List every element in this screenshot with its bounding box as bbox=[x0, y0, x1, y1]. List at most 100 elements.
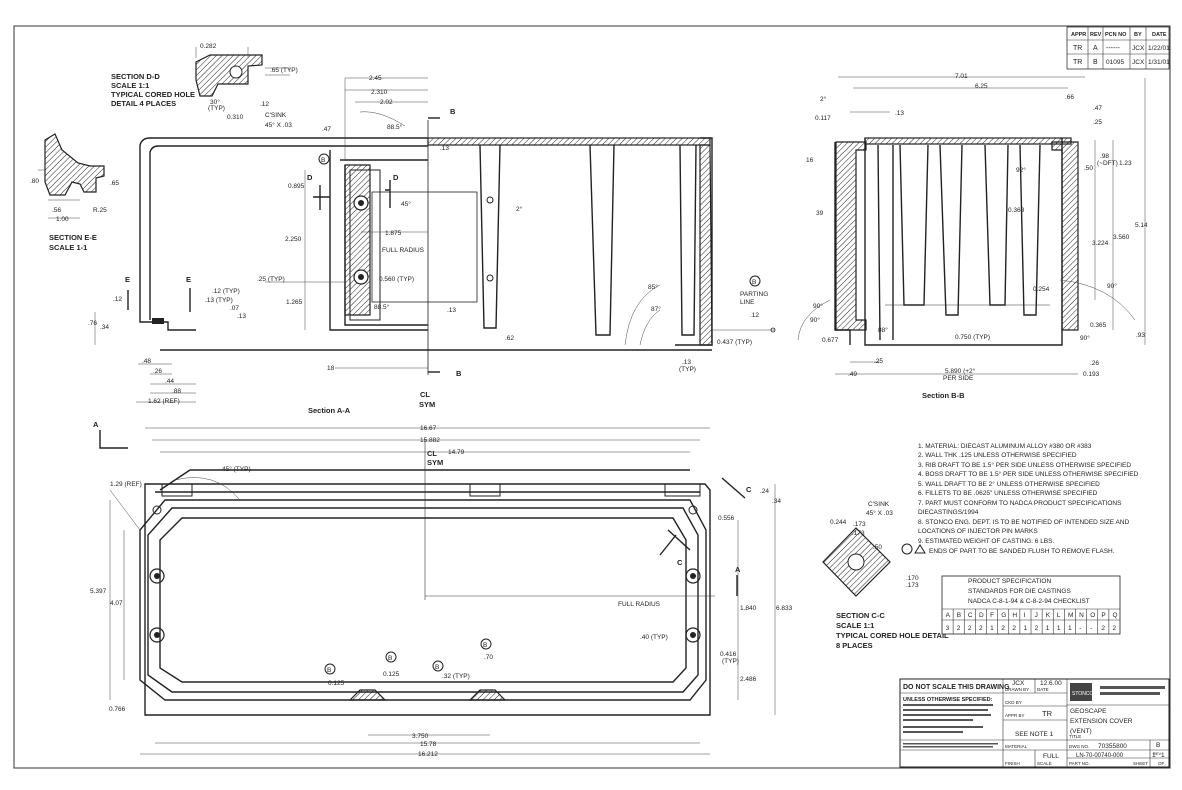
rev-a-rev: A bbox=[1093, 45, 1098, 52]
rev-header-pcn: PCN NO bbox=[1105, 32, 1127, 38]
aa-dim-885: 88.5° bbox=[387, 123, 403, 131]
aa-dim-12typ: .12 (TYP) bbox=[212, 288, 240, 295]
tb-title-label: TITLE bbox=[1069, 734, 1081, 739]
aa-dim-0560: 0.560 (TYP) bbox=[379, 276, 414, 283]
plan-dim-40typ: .40 (TYP) bbox=[640, 634, 668, 641]
cc-csink-dim: 45° X .03 bbox=[866, 509, 893, 517]
plan-dim-15882: 15.882 bbox=[420, 437, 440, 444]
tb-no-scale: DO NOT SCALE THIS DRAWING bbox=[903, 684, 1010, 691]
spec-letter-f: F bbox=[990, 612, 994, 619]
note-10-triangle-icon bbox=[914, 544, 926, 554]
rev-a-pcn: ------ bbox=[1106, 45, 1121, 52]
note-2: 2. WALL THK .125 UNLESS OTHERWISE SPECIF… bbox=[918, 452, 1077, 459]
dd-dim-30typ: (TYP) bbox=[208, 105, 225, 112]
plan-sym: SYM bbox=[427, 458, 443, 467]
spec-value-i: 1 bbox=[1023, 625, 1027, 632]
aa-dim-fullradius: FULL RADIUS bbox=[382, 247, 425, 254]
plan-dim-32typ: .32 (TYP) bbox=[442, 673, 470, 680]
general-notes: 1. MATERIAL: DIECAST ALUMINUM ALLOY #380… bbox=[901, 443, 1139, 555]
spec-value-n: - bbox=[1079, 625, 1081, 632]
bb-dim-66: .66 bbox=[1065, 94, 1074, 101]
section-bb-title: Section B-B bbox=[922, 391, 965, 400]
aa-dim-13: .13 bbox=[440, 145, 449, 152]
aa-dim-1265: 1.265 bbox=[286, 299, 303, 306]
plan-label-c-mid: C bbox=[677, 558, 683, 567]
plan-dim-2486: 2.486 bbox=[740, 676, 757, 683]
aa-circle-b2: B bbox=[752, 279, 756, 286]
dd-csink-dim: 45° X .03 bbox=[265, 121, 292, 129]
aa-dim-44: .44 bbox=[165, 378, 174, 385]
dd-csink: C'SINK bbox=[265, 112, 287, 119]
bb-dim-90d: 90° bbox=[1080, 334, 1090, 342]
spec-value-b: 2 bbox=[957, 625, 961, 632]
section-dd-desc1: TYPICAL CORED HOLE bbox=[111, 90, 195, 99]
plan-dim-5397: 5.397 bbox=[90, 588, 107, 595]
tb-title3: (VENT) bbox=[1070, 728, 1092, 735]
aa-dim-25typ: .25 (TYP) bbox=[257, 276, 285, 283]
aa-dim-26: .26 bbox=[153, 368, 162, 375]
dd-dim-30: 30° bbox=[210, 98, 220, 106]
spec-value-a: 3 bbox=[946, 625, 950, 632]
spec-value-o: - bbox=[1090, 625, 1092, 632]
plan-dim-0125b: 0.125 bbox=[383, 671, 400, 678]
tb-tolerance-text-block bbox=[903, 704, 998, 748]
bb-dim-0677: 0.677 bbox=[822, 337, 839, 344]
aa-circle-b1: B bbox=[321, 157, 325, 164]
bb-dim-0117: 0.117 bbox=[815, 115, 831, 122]
note-7: 7. PART MUST CONFORM TO NADCA PRODUCT SP… bbox=[918, 500, 1122, 507]
note-10-b-marker bbox=[901, 543, 913, 555]
bb-dim-25: .25 bbox=[1093, 119, 1102, 126]
section-cc-title: SECTION C-C bbox=[836, 611, 885, 620]
cc-dim-170: .170 bbox=[906, 575, 919, 582]
section-cc-scale: SCALE 1:1 bbox=[836, 621, 874, 630]
ee-dim-80: .80 bbox=[30, 178, 39, 185]
tb-appr-by: APPR BY bbox=[1005, 713, 1025, 718]
section-bb-view: 7.01 6.25 .66 .47 .25 2° 0.117 .13 16 .9… bbox=[797, 73, 1148, 400]
plan-dim-34: .34 bbox=[772, 498, 781, 505]
tb-title2: EXTENSION COVER bbox=[1070, 718, 1133, 725]
tb-part-val: LN-70-00740-000 bbox=[1076, 753, 1124, 759]
aa-dim-13c: .13 bbox=[237, 313, 246, 320]
tb-scale-val: FULL bbox=[1043, 753, 1059, 760]
tb-sheet-val: 1 bbox=[1152, 752, 1156, 759]
aa-dim-2: 2° bbox=[516, 205, 523, 213]
aa-label-e-left: E bbox=[125, 275, 130, 284]
rev-a-date: 1/22/01 bbox=[1148, 45, 1170, 52]
aa-parting-line2: LINE bbox=[740, 299, 755, 306]
spec-letter-j: J bbox=[1035, 612, 1038, 619]
spec-letter-m: M bbox=[1068, 612, 1073, 619]
ee-dim-56: .56 bbox=[52, 207, 61, 214]
bb-dim-3224: 3.224 bbox=[1092, 240, 1109, 247]
bb-dim-98: .98 bbox=[1100, 153, 1109, 160]
tb-unless: UNLESS OTHERWISE SPECIFIED: bbox=[903, 697, 993, 703]
spec-letter-k: K bbox=[1046, 612, 1051, 619]
aa-dim-34: .34 bbox=[100, 324, 109, 331]
bb-dim-88: 88° bbox=[878, 326, 888, 334]
rev-header-by: BY bbox=[1134, 32, 1142, 38]
spec-letter-q: Q bbox=[1112, 612, 1117, 619]
rev-b-appr: TR bbox=[1073, 59, 1082, 66]
spec-value-q: 2 bbox=[1112, 625, 1116, 632]
spec-value-k: 1 bbox=[1046, 625, 1050, 632]
aa-dim-18: 18 bbox=[327, 365, 335, 372]
tb-see-note: SEE NOTE 1 bbox=[1015, 731, 1054, 738]
spec-letter-a: A bbox=[946, 612, 951, 619]
bb-dim-5890b: PER SIDE bbox=[943, 375, 974, 382]
title-block: DO NOT SCALE THIS DRAWING JCX DRAWN BY 1… bbox=[899, 678, 1170, 768]
note-4: 4. BOSS DRAFT TO BE 1.5° PER SIDE UNLESS… bbox=[918, 470, 1139, 478]
plan-dim-fullradius: FULL RADIUS bbox=[618, 601, 661, 608]
dd-dim-12: .12 bbox=[260, 101, 269, 108]
spec-letter-b: B bbox=[957, 612, 961, 619]
bb-dim-90a: 90° bbox=[1107, 282, 1117, 290]
spec-line2: STANDARDS FOR DIE CASTINGS bbox=[968, 588, 1071, 595]
plan-dim-129: 1.29 (REF) bbox=[110, 481, 142, 488]
tb-title1: GEOSCAPE bbox=[1070, 708, 1107, 715]
rev-b-pcn: 01095 bbox=[1106, 59, 1124, 66]
aa-cl: CL bbox=[420, 390, 430, 399]
aa-dim-0437: 0.437 (TYP) bbox=[717, 339, 752, 346]
bb-dim-47: .47 bbox=[1093, 105, 1102, 112]
note-8b: LOCATIONS OF INJECTOR PIN MARKS bbox=[918, 528, 1038, 535]
rev-b-rev: B bbox=[1093, 59, 1098, 66]
plan-label-a-top: A bbox=[93, 420, 99, 429]
spec-value-m: 1 bbox=[1068, 625, 1072, 632]
